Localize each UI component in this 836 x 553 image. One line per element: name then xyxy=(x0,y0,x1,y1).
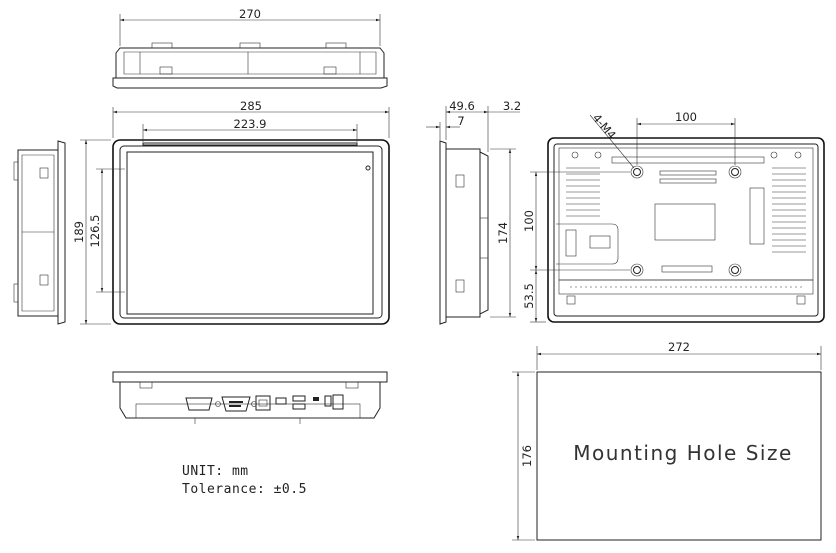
right-side-view: 49.6 3.2 7 174 xyxy=(426,99,521,325)
dim-front-inner-height: 126.5 xyxy=(88,215,102,248)
rear-view: 100 4-M4 100 53.5 xyxy=(522,110,825,323)
usb-port-icon xyxy=(292,395,306,402)
dim-rear-hole-spacing-y: 100 xyxy=(522,210,536,232)
cutout-label: Mounting Hole Size xyxy=(573,441,793,465)
dim-front-inner-width: 223.9 xyxy=(234,117,267,131)
dim-side-small: 3.2 xyxy=(503,99,521,113)
rear-vents-left xyxy=(566,167,600,217)
bottom-view xyxy=(112,371,388,424)
dim-rear-hole-spacing-x: 100 xyxy=(675,110,697,124)
hdmi-port-icon xyxy=(275,397,287,405)
dim-cutout-height: 176 xyxy=(520,445,534,467)
front-view: 285 223.9 189 126.5 xyxy=(72,99,390,325)
dim-front-width: 285 xyxy=(240,99,262,113)
dim-front-height: 189 xyxy=(72,221,86,243)
dim-side-bezel: 7 xyxy=(457,114,464,128)
ethernet-port-icon xyxy=(255,395,271,411)
dim-side-height: 174 xyxy=(496,222,510,244)
serial-port-icon xyxy=(221,396,251,412)
rear-vents-right xyxy=(772,167,806,253)
left-side-view xyxy=(13,140,66,325)
tolerance-note: Tolerance: ±0.5 xyxy=(182,482,307,497)
mounting-cutout: 272 176 Mounting Hole Size xyxy=(512,340,822,541)
dim-cutout-width: 272 xyxy=(668,340,690,354)
dim-rear-bottom-offset: 53.5 xyxy=(522,283,536,309)
unit-note: UNIT: mm xyxy=(182,464,249,479)
dim-side-depth: 49.6 xyxy=(449,99,475,113)
dim-top-width: 270 xyxy=(239,7,261,21)
top-view: 270 xyxy=(112,7,388,89)
